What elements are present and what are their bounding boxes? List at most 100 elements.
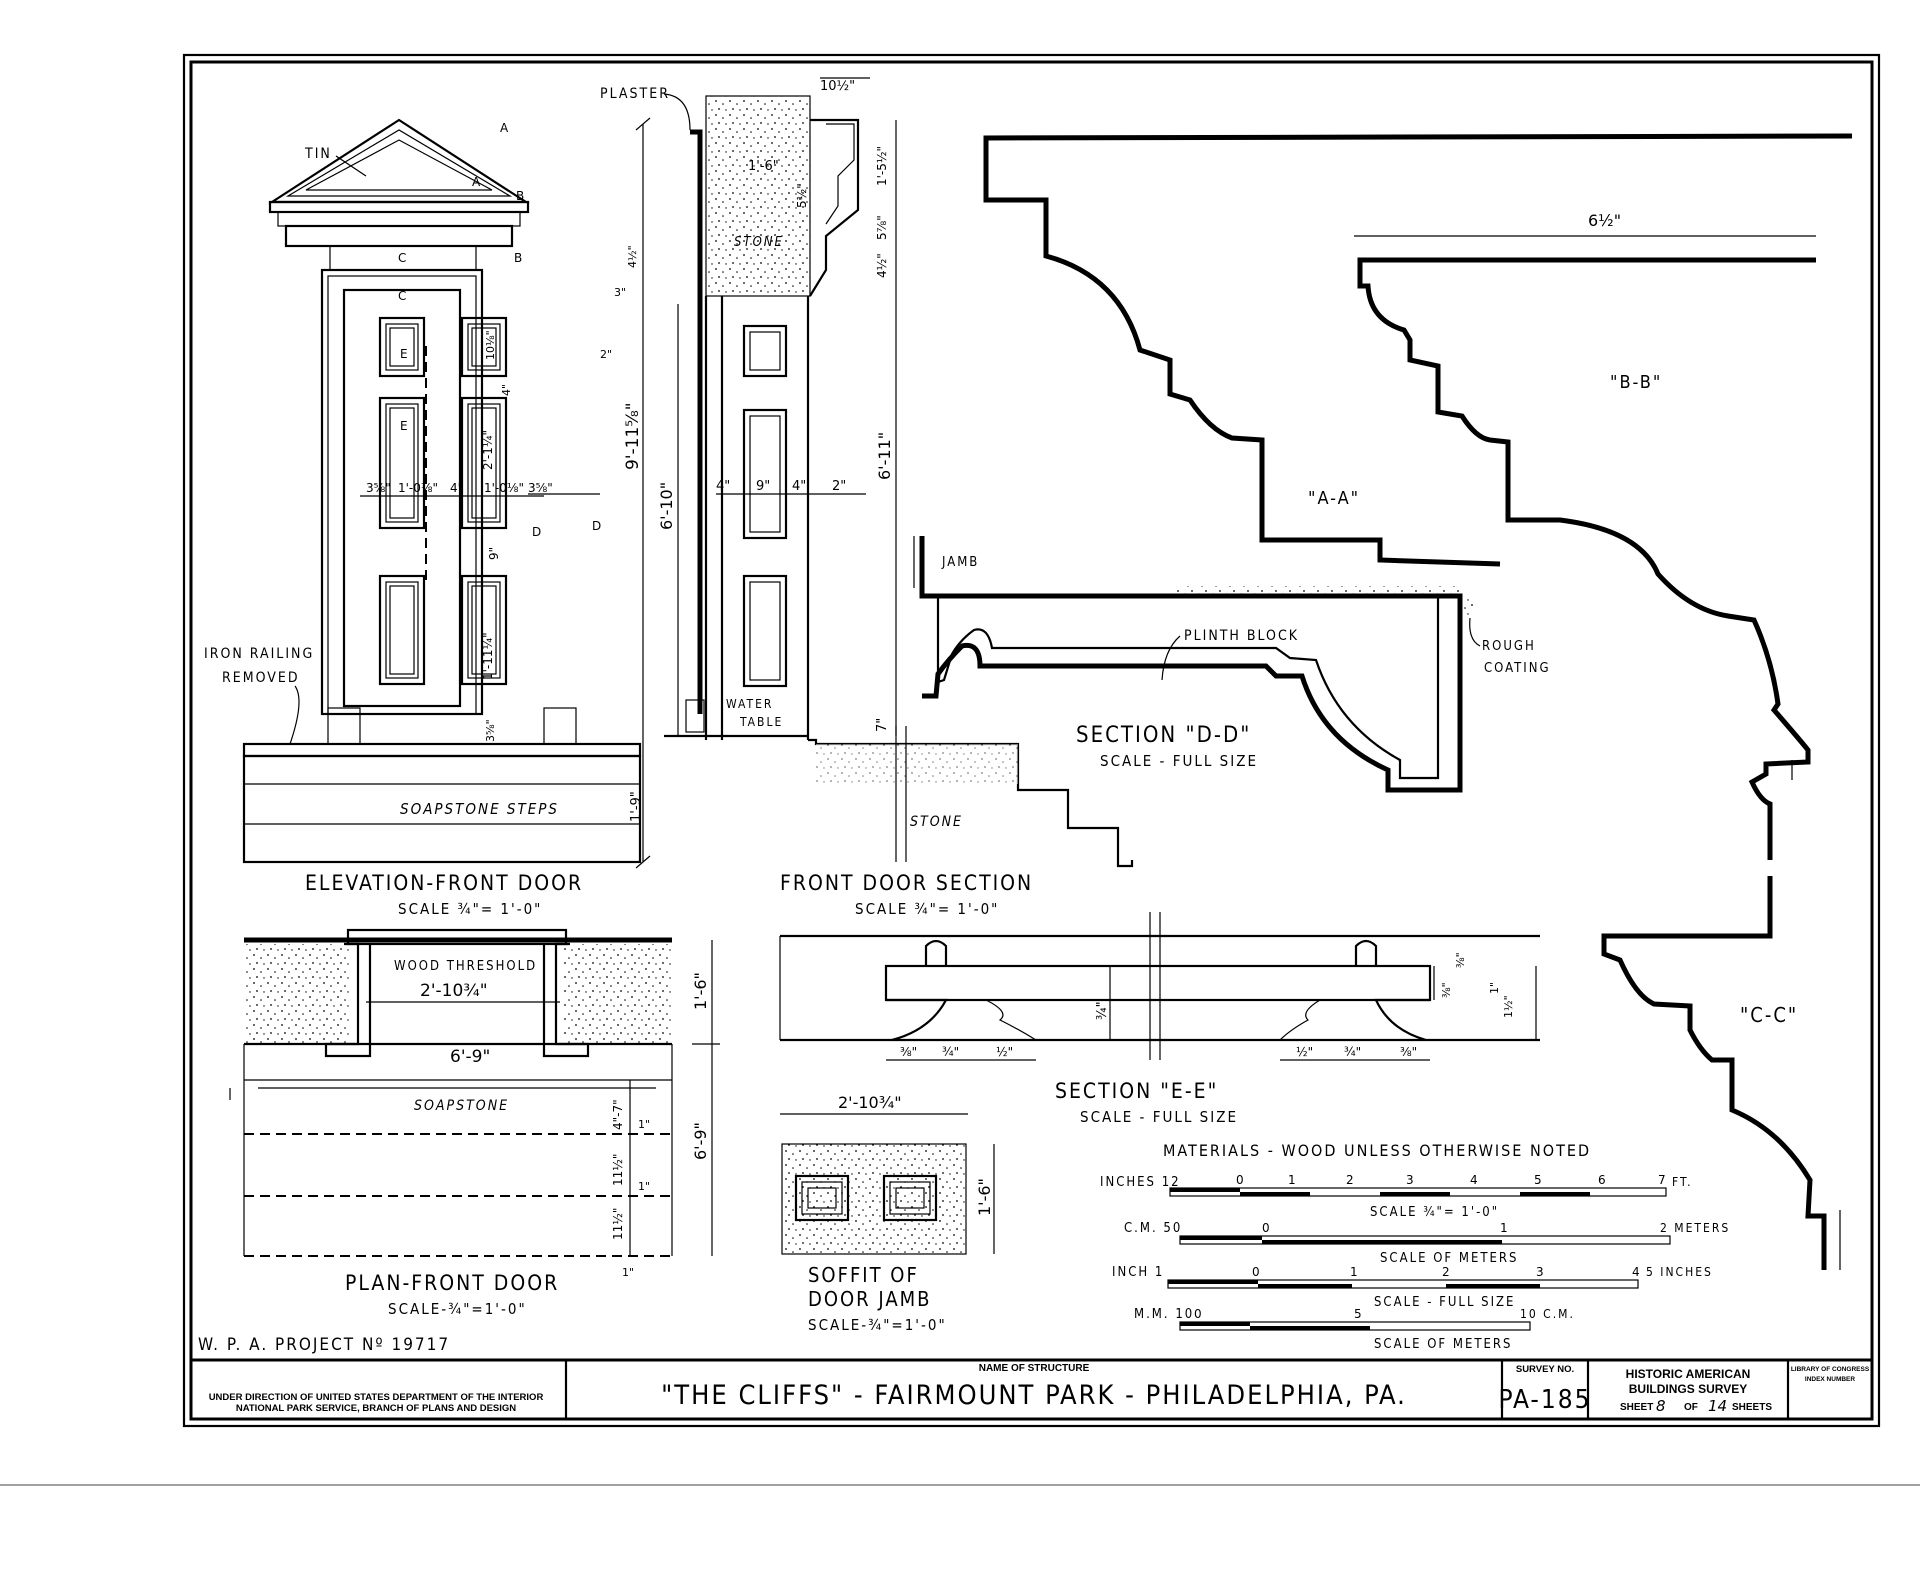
plan-dim-5: 4"-7" [611, 1099, 625, 1130]
scale-1-tick-4: 4 [1470, 1173, 1478, 1187]
jamb-label: JAMB [941, 555, 979, 570]
profile-c-c-label: "C-C" [1740, 1003, 1798, 1027]
scale-3-caption: SCALE - FULL SIZE [1374, 1295, 1515, 1310]
water-table-label-2: TABLE [739, 715, 783, 729]
scale-3-tick-3: 3 [1536, 1265, 1544, 1279]
habs-line-2: BUILDINGS SURVEY [1629, 1382, 1747, 1396]
scale-2-caption: SCALE OF METERS [1380, 1251, 1518, 1266]
scale-3-tick-1: 1 [1350, 1265, 1358, 1279]
elevation-dim-7: 9" [487, 547, 501, 560]
e-dim-2: ¾" [942, 1045, 959, 1059]
scale-3-left: INCH 1 [1112, 1265, 1164, 1280]
plan-dim-3: 1'-6" [691, 972, 710, 1010]
direction-line-1: UNDER DIRECTION OF UNITED STATES DEPARTM… [209, 1392, 544, 1403]
sheet-of: OF [1684, 1402, 1698, 1413]
section-dim-7: 6'-10" [657, 482, 676, 530]
scale-1-tick-0: 0 [1236, 1173, 1244, 1187]
front-door-section [664, 77, 1134, 868]
marker-c-frieze: C [398, 251, 406, 265]
e-dim-10: 1" [1488, 982, 1501, 994]
scale-1-tick-7: 7 [1658, 1173, 1666, 1187]
wpa-project: W. P. A. PROJECT Nº 19717 [198, 1335, 450, 1355]
marker-c-casing: C [398, 289, 406, 303]
scale-3-tick-0: 0 [1252, 1265, 1260, 1279]
elevation-dim-14: 4½" [626, 245, 639, 268]
e-dim-5: ¾" [1344, 1045, 1361, 1059]
scale-1-left: INCHES 12 [1100, 1175, 1181, 1190]
profile-b-b-dim: 6½" [1588, 211, 1621, 230]
profile-c-c [1354, 235, 1841, 1270]
plan-dim-7: 11½" [611, 1208, 625, 1240]
scale-4-tick-0: 0 [1194, 1307, 1202, 1321]
elevation-front-door [242, 117, 651, 869]
scale-1-tick-3: 3 [1406, 1173, 1414, 1187]
soapstone-label: SOAPSTONE [414, 1098, 509, 1114]
scale-2-tick-1: 1 [1500, 1221, 1508, 1235]
marker-b-frieze: B [514, 251, 522, 265]
elevation-dim-1: 3⅝" [366, 481, 391, 495]
section-dim-13: 7" [875, 718, 890, 732]
e-dim-1: ⅜" [900, 1045, 917, 1059]
removed-label: REMOVED [222, 670, 300, 686]
plan-dim-8: 1" [638, 1118, 650, 1131]
scale-2-left: C.M. 50 [1124, 1221, 1182, 1236]
loc-line-2: INDEX NUMBER [1805, 1376, 1856, 1383]
elevation-dim-6: 2'-1¼" [481, 430, 495, 470]
soffit-scale: SCALE-¾"=1'-0" [808, 1316, 947, 1334]
scale-3-tick-4: 4 [1632, 1265, 1640, 1279]
plan-scale: SCALE-¾"=1'-0" [388, 1300, 527, 1318]
loc-line-1: LIBRARY OF CONGRESS [1791, 1366, 1870, 1373]
elevation-scale: SCALE ¾"= 1'-0" [398, 900, 542, 918]
scale-4-left: M.M. 10 [1134, 1307, 1194, 1322]
sheet-total: 14 [1708, 1397, 1727, 1415]
section-e-title: SECTION "E-E" [1055, 1079, 1218, 1103]
elevation-height-dim: 9'-11⅝" [623, 402, 643, 470]
marker-b-pediment: B [516, 189, 524, 203]
elevation-dim-2: 1'-0⅛" [398, 481, 438, 495]
scale-2-tick-0: 0 [1262, 1221, 1270, 1235]
e-dim-9: ⅜" [1454, 952, 1467, 968]
sheet-suffix: SHEETS [1732, 1402, 1772, 1413]
section-d-d [913, 536, 1474, 793]
scale-3-tick-2: 2 [1442, 1265, 1450, 1279]
section-e-e [779, 912, 1540, 1061]
survey-no-label: SURVEY NO. [1516, 1364, 1574, 1375]
stone-top-label: STONE [734, 235, 784, 250]
plinth-block-label: PLINTH BLOCK [1184, 628, 1299, 644]
scale-1-right: FT. [1672, 1175, 1693, 1189]
soffit-title-2: DOOR JAMB [808, 1287, 932, 1311]
sheet-border [0, 53, 1920, 1486]
coating-label: COATING [1484, 661, 1551, 676]
scale-bars [1167, 1187, 1671, 1331]
soffit-of-door-jamb [780, 1113, 995, 1255]
tin-label: TIN [304, 146, 332, 162]
section-dim-6: 4½" [875, 253, 889, 278]
rough-label: ROUGH [1482, 639, 1536, 654]
plan-front-door [229, 928, 720, 1257]
section-dim-9: 4" [716, 479, 730, 494]
profile-a-a [983, 133, 1853, 567]
elevation-title: ELEVATION-FRONT DOOR [305, 871, 583, 895]
e-dim-3: ½" [996, 1045, 1013, 1059]
elevation-dim-5: 3⅝" [528, 481, 553, 495]
plan-title: PLAN-FRONT DOOR [345, 1271, 559, 1295]
profile-a-a-label: "A-A" [1308, 488, 1360, 509]
marker-e-upper: E [400, 347, 408, 361]
steps-label: SOAPSTONE STEPS [400, 800, 559, 818]
scale-4-caption: SCALE OF METERS [1374, 1337, 1512, 1352]
marker-a-low: A [472, 175, 481, 189]
section-e-scale: SCALE - FULL SIZE [1080, 1108, 1238, 1126]
elevation-dim-11: 4" [500, 384, 513, 396]
plan-dim-4: 6'-9" [691, 1122, 710, 1160]
marker-d-right: D [592, 519, 601, 533]
profile-b-b-label: "B-B" [1610, 372, 1662, 393]
e-dim-6: ⅜" [1400, 1045, 1417, 1059]
scale-1-caption: SCALE ¾"= 1'-0" [1370, 1205, 1499, 1220]
direction-line-2: NATIONAL PARK SERVICE, BRANCH OF PLANS A… [236, 1403, 516, 1414]
soffit-dim-height: 1'-6" [975, 1178, 994, 1216]
sheet-number: 8 [1656, 1397, 1666, 1415]
name-of-structure-label: NAME OF STRUCTURE [979, 1363, 1090, 1374]
soffit-dim-width: 2'-10¾" [838, 1093, 902, 1112]
elevation-dim-4: 1'-0⅛" [484, 481, 524, 495]
section-title: FRONT DOOR SECTION [780, 871, 1033, 895]
